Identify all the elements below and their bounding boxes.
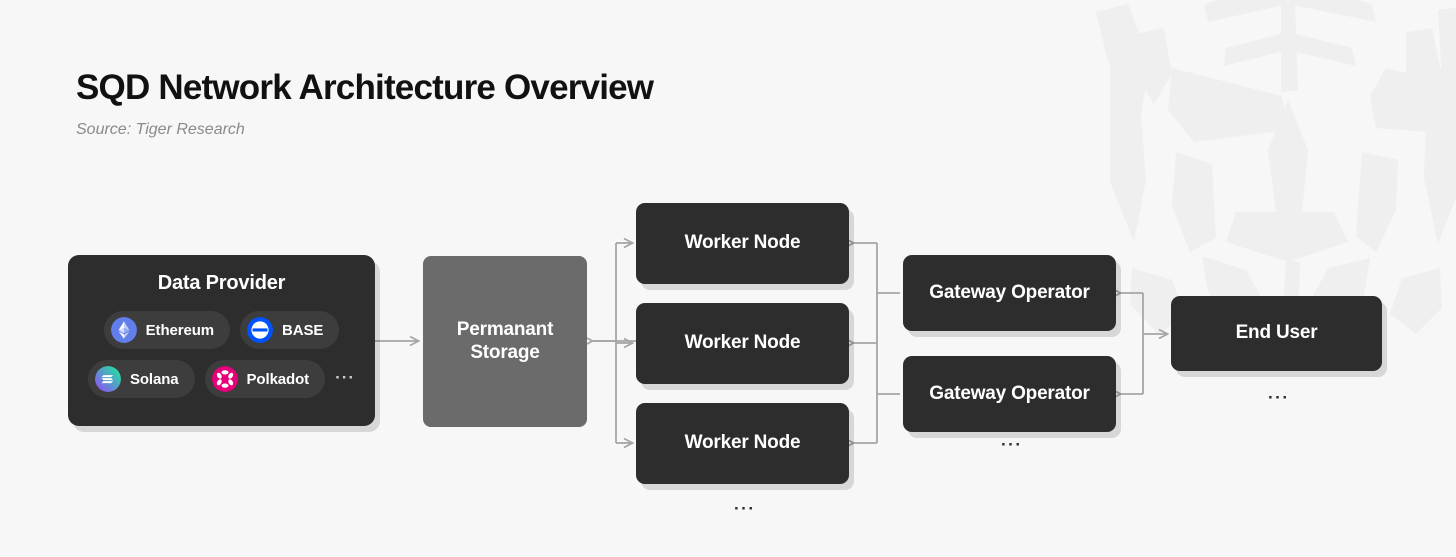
worker-label: Worker Node [684,232,801,254]
chain-chip-base[interactable]: BASE [240,311,340,349]
node-gateway-1[interactable]: Gateway Operator [903,255,1116,331]
gateway-label: Gateway Operator [929,382,1090,404]
chain-chip-ethereum[interactable]: Ethereum [103,311,231,349]
end-user-label: End User [1235,322,1318,344]
chain-chip-polkadot[interactable]: Polkadot [204,360,326,398]
node-gateway-2[interactable]: Gateway Operator [903,356,1116,432]
base-icon [247,317,274,343]
chain-label-ethereum: Ethereum [145,321,215,339]
node-permanent-storage[interactable]: Permanant Storage [423,256,587,427]
data-provider-title: Data Provider [157,272,286,294]
node-data-provider[interactable]: Data Provider Ethereum [68,255,375,426]
source-attribution: Source: Tiger Research [76,121,245,138]
node-worker-3[interactable]: Worker Node [636,403,849,484]
worker-label: Worker Node [684,432,801,454]
chain-chip-solana[interactable]: Solana [87,360,195,398]
chain-more-ellipsis[interactable]: ··· [335,367,356,387]
page-title: SQD Network Architecture Overview [76,68,654,107]
end-users-more-ellipsis[interactable]: ··· [1268,388,1290,407]
gateways-more-ellipsis[interactable]: ··· [1001,435,1023,454]
workers-more-ellipsis[interactable]: ··· [734,499,756,518]
storage-label-line2: Storage [470,341,540,363]
storage-label: Permanant Storage [456,319,554,364]
ethereum-icon [110,317,137,343]
worker-label: Worker Node [684,332,801,354]
chain-label-base: BASE [282,321,324,339]
chain-chip-row-2: Solana Polkadot ··· [87,360,356,398]
solana-icon [94,366,121,392]
node-worker-1[interactable]: Worker Node [636,203,849,284]
node-worker-2[interactable]: Worker Node [636,303,849,384]
storage-label-line1: Permanant [456,319,554,341]
chain-label-solana: Solana [129,370,179,388]
chain-chip-row-1: Ethereum BASE [103,311,340,349]
node-end-user[interactable]: End User [1171,296,1382,371]
chain-label-polkadot: Polkadot [246,370,310,388]
polkadot-icon [211,366,238,392]
gateway-label: Gateway Operator [929,281,1090,303]
